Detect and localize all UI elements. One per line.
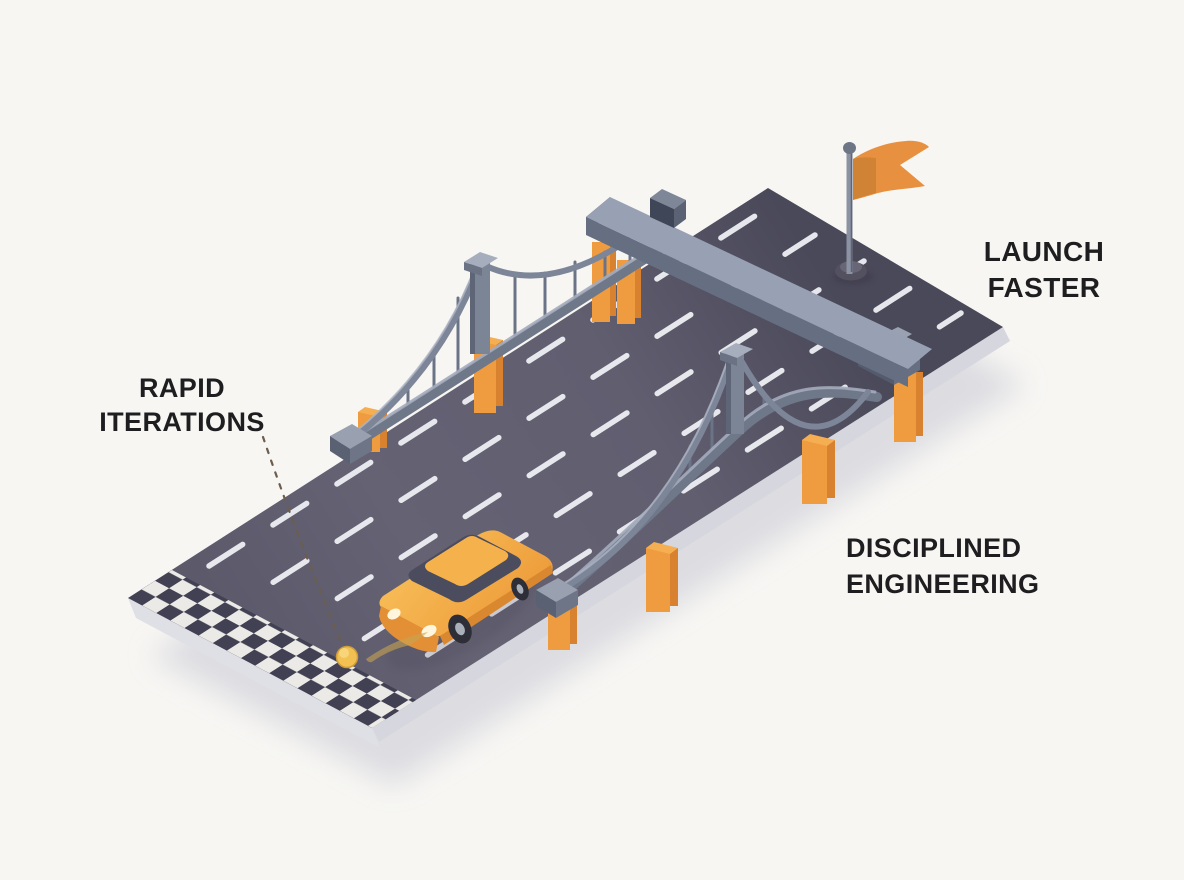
wheel-hub xyxy=(516,584,524,594)
right-guardrail xyxy=(536,343,882,650)
guardrail-pylon xyxy=(464,252,498,354)
wheel-hub xyxy=(455,622,465,636)
label-disciplined-engineering: DISCIPLINED ENGINEERING xyxy=(846,530,1136,602)
support-pillar xyxy=(894,372,923,442)
annotation-swoosh xyxy=(366,632,428,663)
support-pillar xyxy=(646,542,678,612)
car-roof xyxy=(425,536,509,586)
race-car xyxy=(379,530,553,671)
flag-pole-knob xyxy=(843,142,856,154)
suspension-cable xyxy=(739,359,871,430)
label-line: LAUNCH xyxy=(983,236,1105,267)
beam-front xyxy=(586,217,908,387)
guardrail-pylon xyxy=(720,343,753,434)
deck-side-front xyxy=(128,598,380,748)
label-line: ITERATIONS xyxy=(99,407,265,437)
suspension-cable xyxy=(483,237,631,279)
label-line: FASTER xyxy=(987,272,1101,303)
goal-flag xyxy=(833,140,929,285)
beam-cube xyxy=(650,189,686,228)
headlight xyxy=(387,608,401,620)
guardrail-rail xyxy=(337,244,665,457)
guardrail-end-block xyxy=(536,578,578,618)
finish-line xyxy=(128,570,416,728)
guardrail-end-block xyxy=(330,424,372,464)
support-pillar xyxy=(802,434,835,504)
deck-side-right xyxy=(372,327,1010,742)
label-launch-faster: LAUNCH FASTER xyxy=(928,234,1160,306)
overpass-beam xyxy=(586,189,932,442)
annotation-leader-line xyxy=(261,435,344,646)
suspension-cable xyxy=(556,358,734,594)
left-guardrail xyxy=(330,237,665,464)
label-line: ENGINEERING xyxy=(846,569,1040,599)
flag-pole xyxy=(846,150,853,274)
beam-topface xyxy=(586,197,932,369)
label-rapid-iterations: RAPID ITERATIONS xyxy=(62,371,302,439)
rapid-iterations-annotation xyxy=(261,435,428,669)
label-line: DISCIPLINED xyxy=(846,533,1022,563)
label-line: RAPID xyxy=(138,373,225,403)
suspension-cable xyxy=(352,264,482,440)
